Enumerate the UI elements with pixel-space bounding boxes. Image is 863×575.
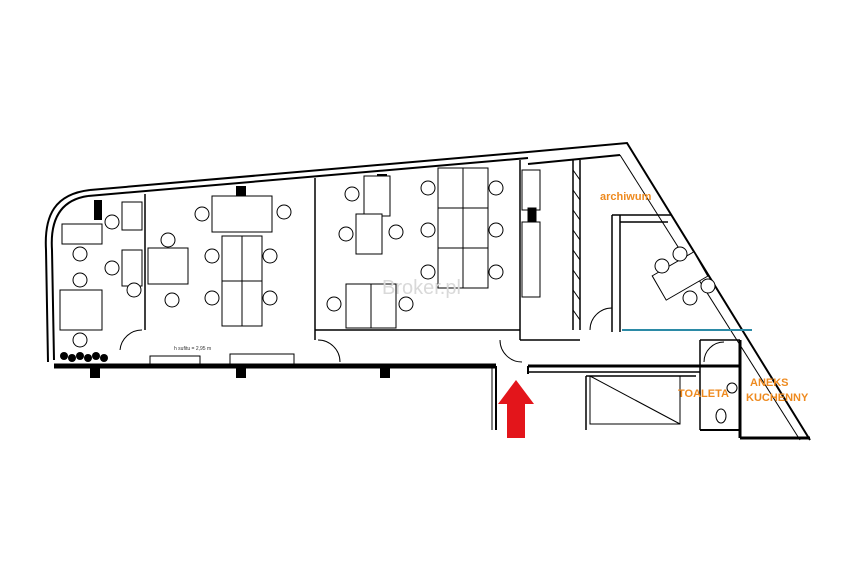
toilet-fixtures bbox=[715, 382, 738, 424]
label-toilet: TOALETA bbox=[678, 388, 729, 400]
label-kitchen-line2: KUCHENNY bbox=[746, 392, 809, 404]
partitions bbox=[144, 160, 740, 430]
outer-walls bbox=[44, 141, 811, 441]
arrow-up-icon bbox=[498, 380, 534, 438]
shelving-hatch bbox=[572, 169, 581, 321]
cabinets bbox=[149, 169, 681, 425]
plants bbox=[60, 352, 108, 362]
label-ceiling-height: h sufitu = 2,95 m bbox=[174, 346, 211, 352]
desks bbox=[59, 167, 709, 331]
chairs bbox=[72, 180, 716, 348]
door-swings bbox=[119, 307, 725, 363]
label-kitchen-line1: ANEKS bbox=[750, 377, 789, 389]
watermark: Broker.pl bbox=[382, 277, 461, 299]
label-archive: archiwum bbox=[600, 191, 652, 203]
